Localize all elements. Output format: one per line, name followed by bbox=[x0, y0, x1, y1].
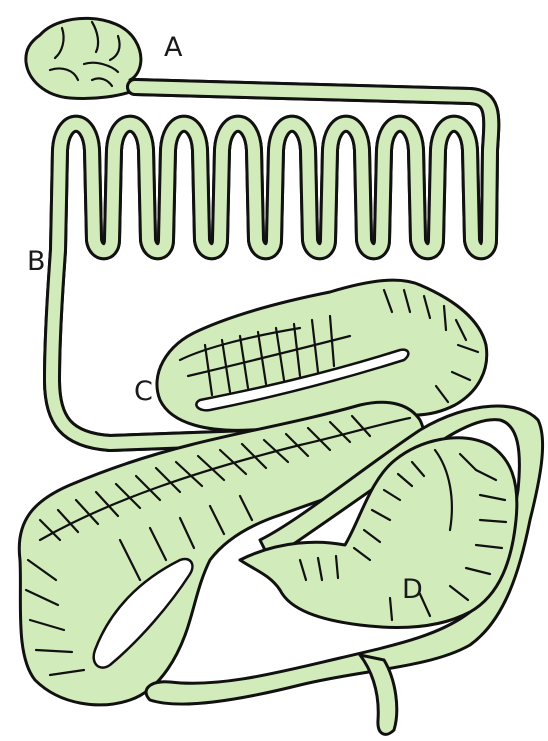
label-a: A bbox=[164, 32, 183, 63]
structure-c bbox=[157, 280, 487, 430]
structure-a bbox=[26, 18, 141, 98]
label-d: D bbox=[402, 574, 423, 605]
label-b: B bbox=[27, 246, 46, 277]
label-c: C bbox=[134, 376, 153, 407]
